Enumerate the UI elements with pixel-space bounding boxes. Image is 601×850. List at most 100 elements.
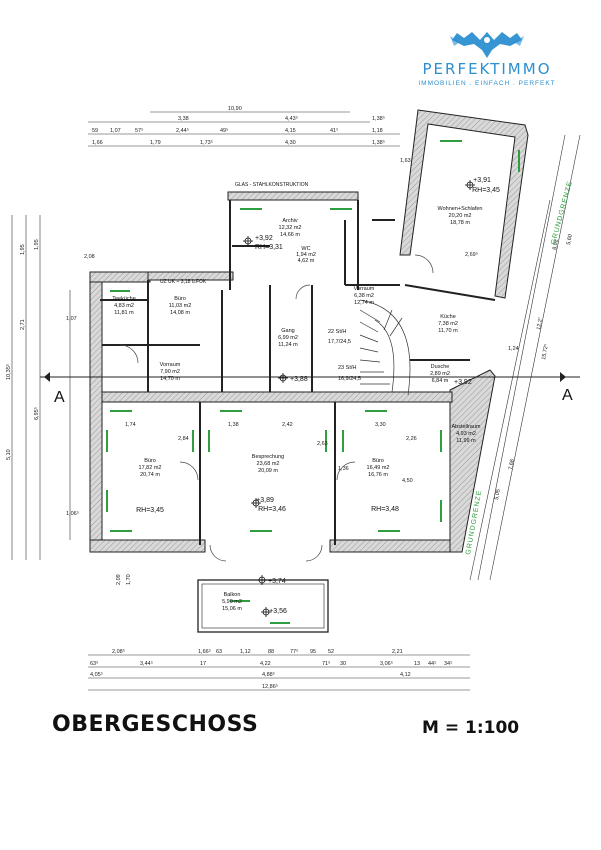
dim-label: 13: [414, 661, 420, 667]
dim-label: 2,09: [116, 574, 122, 585]
staircase: [359, 299, 411, 396]
room-name: Vorraum: [354, 286, 375, 292]
glass-construction-note: GLAS - STAHLKONSTRUKTION: [235, 182, 309, 188]
dim-label: 63⁵: [90, 660, 98, 667]
dim-label: 10,90: [228, 106, 242, 112]
dimension-lines-right: [469, 134, 581, 581]
plan-annotations: +3,92 RH=3,31 +3,88 +3,92 +3,74 22 St/H …: [160, 182, 472, 585]
room-perimeter: 11,99 m: [456, 438, 476, 444]
room-height: RH=3,48: [371, 506, 399, 513]
dim-label: 2,71: [20, 319, 26, 330]
eagle-wings-icon: [450, 32, 524, 58]
dim-label: 2,08: [84, 254, 95, 260]
room-area: 2,89 m2: [430, 371, 450, 377]
room-kueche: Küche 7,38 m2 11,70 m: [438, 314, 458, 334]
dim-label: 1,12: [240, 649, 251, 655]
dimension-labels-left: 5,10 1,95 2,71 1,95 1,07 2,08 6,95⁵ 10,3…: [5, 239, 132, 585]
room-besprechung: Besprechung 23,68 m2 20,09 m +3,89 RH=3,…: [252, 454, 286, 513]
level-marker-icon: [465, 180, 475, 190]
dim-label: 30: [340, 661, 346, 667]
dim-label: 1,73⁵: [200, 139, 213, 146]
archiv-level: +3,92: [255, 235, 273, 242]
room-teekueche: Teeküche 4,83 m2 11,81 m: [112, 296, 136, 316]
hall-level: +3,88: [290, 376, 308, 383]
level-marker-icon: [243, 236, 253, 246]
dimension-lines-top: [88, 111, 400, 147]
room-perimeter: 11,70 m: [438, 328, 458, 334]
balcony-door-level: +3,74: [268, 578, 286, 585]
dim-label: 59: [92, 128, 98, 134]
dim-label: 77⁵: [290, 648, 298, 655]
dim-label: 1,79: [150, 140, 161, 146]
dimension-lines-bottom: [88, 654, 470, 691]
dim-label: 3,44⁵: [140, 660, 153, 667]
stairs-lower: 23 St/H: [338, 365, 356, 371]
room-area: 7,90 m2: [160, 369, 180, 375]
dim-label: 12,2⁷: [535, 317, 544, 331]
dim-label: 2,26: [406, 436, 417, 442]
dim-label: 1,18: [372, 128, 383, 134]
dim-label: 15,72⁵: [540, 343, 550, 360]
dim-label: 4,12: [400, 672, 411, 678]
dim-label: 4,30: [285, 140, 296, 146]
room-name: Besprechung: [252, 454, 284, 460]
dim-label: 1,07: [66, 316, 77, 322]
section-mark-right: A: [562, 387, 573, 404]
dimension-lines-left: [11, 215, 71, 560]
dim-label: 6,95⁵: [33, 407, 40, 420]
room-balkon: Balkon 5,90 m2 15,06 m +3,56: [222, 592, 287, 615]
dim-label: 2,69⁵: [465, 251, 478, 258]
dim-label: 4,15: [285, 128, 296, 134]
balcony-outline: [197, 579, 329, 633]
room-perimeter: 12,74 m: [354, 300, 374, 306]
stairs-upper: 22 St/H: [328, 329, 346, 335]
dim-label: 49⁵: [220, 127, 228, 134]
room-vorraum-right: Vorraum 6,38 m2 12,74 m: [354, 286, 375, 306]
dimension-labels-right: 8,02 5,60 15,72⁵ 12,2⁷ 1,24 7,68 5,05: [494, 234, 574, 501]
level-marker-icon: [261, 607, 271, 617]
room-name: WC: [301, 246, 310, 252]
dim-label: 1,95: [20, 244, 26, 255]
dim-label: 1,74: [125, 422, 136, 428]
dim-label: 95: [310, 649, 316, 655]
dim-label: 34⁵: [444, 660, 452, 667]
room-name: Büro: [174, 296, 186, 302]
room-perimeter: 4,62 m: [298, 258, 315, 264]
dim-label: 1,95: [34, 239, 40, 250]
room-dusche: Dusche 2,89 m2 6,84 m: [430, 364, 450, 384]
dim-label: 1,06⁵: [66, 510, 79, 517]
room-perimeter: 18,78 m: [450, 220, 470, 226]
dim-label: 17: [200, 661, 206, 667]
brand-name: PERFEKTIMMO: [422, 60, 552, 78]
room-name: Wohnen+Schlafen: [437, 206, 482, 212]
interior-walls: [100, 200, 496, 545]
room-name: Gang: [281, 328, 294, 334]
room-name: Teeküche: [112, 296, 136, 302]
brand-tagline: IMMOBILIEN . EINFACH . PERFEKT: [418, 80, 556, 87]
room-name: Büro: [144, 458, 156, 464]
room-area: 23,68 m2: [257, 461, 280, 467]
room-name: Vorraum: [160, 362, 181, 368]
dim-label: 2,63: [317, 441, 328, 447]
room-perimeter: 14,66 m: [280, 232, 300, 238]
room-area: 17,82 m2: [139, 465, 162, 471]
dim-label: 2,21: [392, 649, 403, 655]
room-name: Büro: [372, 458, 384, 464]
room-area: 20,20 m2: [449, 213, 472, 219]
inner-dimension-labels: 1,74 1,38 2,84 1,36 2,63 3,30 2,42 4,50 …: [125, 158, 478, 484]
room-abstellraum: Abstellraum 4,93 m2 11,99 m: [451, 424, 480, 444]
room-wohnen: Wohnen+Schlafen 20,20 m2 18,78 m +3,91 R…: [437, 177, 500, 226]
room-perimeter: 14,08 m: [170, 310, 190, 316]
room-area: 16,49 m2: [367, 465, 390, 471]
dim-label: 1,07: [110, 128, 121, 134]
uz-note: UZ UK = 3,18 ü.FOK: [160, 279, 207, 285]
dim-label: 5,60: [566, 234, 574, 246]
room-gang: Gang 6,99 m2 11,24 m: [278, 328, 298, 348]
room-area: 4,93 m2: [456, 431, 476, 437]
outer-walls: [89, 109, 529, 553]
dim-label: 4,22: [260, 661, 271, 667]
dim-label: 10,35⁵: [5, 364, 12, 380]
archiv-height: RH=3,31: [255, 244, 283, 251]
room-wc: WC 1,94 m2 4,62 m: [296, 246, 316, 264]
dim-label: 1,66⁵: [198, 648, 211, 655]
